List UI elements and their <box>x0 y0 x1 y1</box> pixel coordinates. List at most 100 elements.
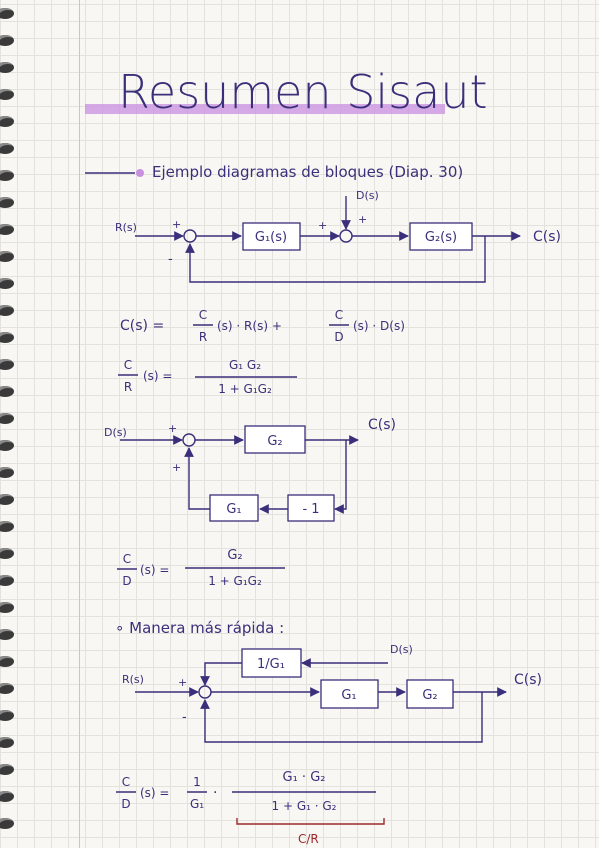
spiral-binding <box>0 0 18 848</box>
d2-block-g1 <box>209 494 259 522</box>
binding-hole <box>0 764 14 775</box>
eq3-num: C <box>123 552 131 566</box>
d2-block-neg1 <box>287 494 335 522</box>
block-diagram-3: D(s) 1/G₁ R(s) + - G₁ G₂ C(s) <box>122 643 542 743</box>
eq4-num: C <box>122 775 130 789</box>
eq4-lhs-rest: (s) = <box>140 786 169 800</box>
binding-hole <box>0 386 14 397</box>
bullet-icon <box>136 169 144 177</box>
d3-disturbance-label: D(s) <box>390 643 413 656</box>
binding-hole <box>0 737 14 748</box>
binding-hole <box>0 35 14 46</box>
eq4-brace-label: C/R <box>298 832 319 846</box>
d3-block-g2 <box>406 679 454 709</box>
binding-hole <box>0 143 14 154</box>
binding-hole <box>0 656 14 667</box>
d1-summing-junction-1 <box>183 229 197 243</box>
eq3-rhs-num: G₂ <box>227 548 242 563</box>
binding-hole <box>0 440 14 451</box>
d3-sign-minus: - <box>182 710 187 725</box>
binding-hole <box>0 359 14 370</box>
binding-hole <box>0 62 14 73</box>
d2-block-g1-label: G₁ <box>226 502 241 517</box>
d3-sign-plus: + <box>178 676 187 689</box>
binding-hole <box>0 170 14 181</box>
eq4-factor-num: 1 <box>193 775 201 789</box>
block-diagram-1: R(s) + - G₁(s) + D(s) + G₂(s) C(s) <box>115 189 561 283</box>
d1-sign-plus: + <box>172 218 181 231</box>
binding-hole <box>0 116 14 127</box>
eq2-den: R <box>124 380 132 394</box>
faster-way-heading: ∘ Manera más rápida : <box>115 619 284 637</box>
d3-feedback-path <box>200 692 483 743</box>
d3-block-g2-label: G₂ <box>422 688 437 703</box>
page-title: Resumen Sisaut <box>118 65 488 119</box>
d2-summing-junction <box>182 433 196 447</box>
binding-hole <box>0 278 14 289</box>
binding-hole <box>0 548 14 559</box>
d1-sign-plus-3: + <box>358 213 367 226</box>
d3-block-g1-label: G₁ <box>341 688 356 703</box>
d1-block-g2-label: G₂(s) <box>425 230 457 245</box>
d1-input-label: R(s) <box>115 221 137 234</box>
binding-hole <box>0 494 14 505</box>
eq4-brace <box>236 818 385 825</box>
binding-hole <box>0 89 14 100</box>
eq1-t2-den: D <box>334 330 343 344</box>
eq3-den: D <box>122 574 131 588</box>
binding-hole <box>0 683 14 694</box>
binding-hole <box>0 791 14 802</box>
d1-output-label: C(s) <box>533 229 561 245</box>
binding-hole <box>0 332 14 343</box>
eq4-factor-den: G₁ <box>190 797 204 811</box>
d3-block-inv-g1-label: 1/G₁ <box>257 657 285 672</box>
title-highlight <box>85 104 445 114</box>
equation-4: C D (s) = 1 G₁ · G₁ · G₂ 1 + G₁ · G₂ C/R <box>116 770 385 846</box>
eq2-lhs-rest: (s) = <box>143 369 172 383</box>
margin-line <box>79 0 80 848</box>
eq1-t1-den: R <box>199 330 207 344</box>
d2-block-neg1-label: - 1 <box>302 502 319 517</box>
d2-block-g2-label: G₂ <box>267 434 282 449</box>
binding-hole <box>0 710 14 721</box>
d1-block-g1 <box>242 222 301 251</box>
eq1-lhs: C(s) = <box>120 318 164 334</box>
d3-block-g1 <box>320 679 379 709</box>
eq3-lhs-rest: (s) = <box>140 563 169 577</box>
eq1-t1-num: C <box>199 308 207 322</box>
d3-output-label: C(s) <box>514 672 542 688</box>
equation-3: C D (s) = G₂ 1 + G₁G₂ <box>117 548 285 588</box>
d1-block-g1-label: G₁(s) <box>255 230 287 245</box>
d1-disturbance-label: D(s) <box>356 189 379 202</box>
d3-block-inv-g1 <box>241 648 302 678</box>
section-heading: Ejemplo diagramas de bloques (Diap. 30) <box>152 163 463 181</box>
d2-output-label: C(s) <box>368 417 396 433</box>
binding-hole <box>0 251 14 262</box>
eq4-rhs-num: G₁ · G₂ <box>283 770 326 785</box>
d3-summing-junction <box>198 685 212 699</box>
d2-sign-plus-2: + <box>172 461 181 474</box>
d2-feedback-path <box>184 447 210 510</box>
d1-sign-minus: - <box>168 252 173 267</box>
eq1-t2-rest: (s) · D(s) <box>353 319 405 333</box>
eq4-den: D <box>121 797 130 811</box>
d1-block-g2 <box>409 222 473 251</box>
binding-hole <box>0 8 14 19</box>
equation-2: C R (s) = G₁ G₂ 1 + G₁G₂ <box>118 358 297 396</box>
binding-hole <box>0 521 14 532</box>
d2-block-g2 <box>244 425 306 454</box>
eq4-dot: · <box>213 785 217 801</box>
binding-hole <box>0 224 14 235</box>
d3-input-label: R(s) <box>122 673 144 686</box>
binding-hole <box>0 305 14 316</box>
d2-sign-plus-1: + <box>168 422 177 435</box>
eq2-num: C <box>124 358 132 372</box>
eq2-rhs-num: G₁ G₂ <box>229 358 261 372</box>
eq2-rhs-den: 1 + G₁G₂ <box>218 382 272 396</box>
binding-hole <box>0 197 14 208</box>
binding-hole <box>0 575 14 586</box>
d2-input-label: D(s) <box>104 426 127 439</box>
eq3-rhs-den: 1 + G₁G₂ <box>208 574 262 588</box>
